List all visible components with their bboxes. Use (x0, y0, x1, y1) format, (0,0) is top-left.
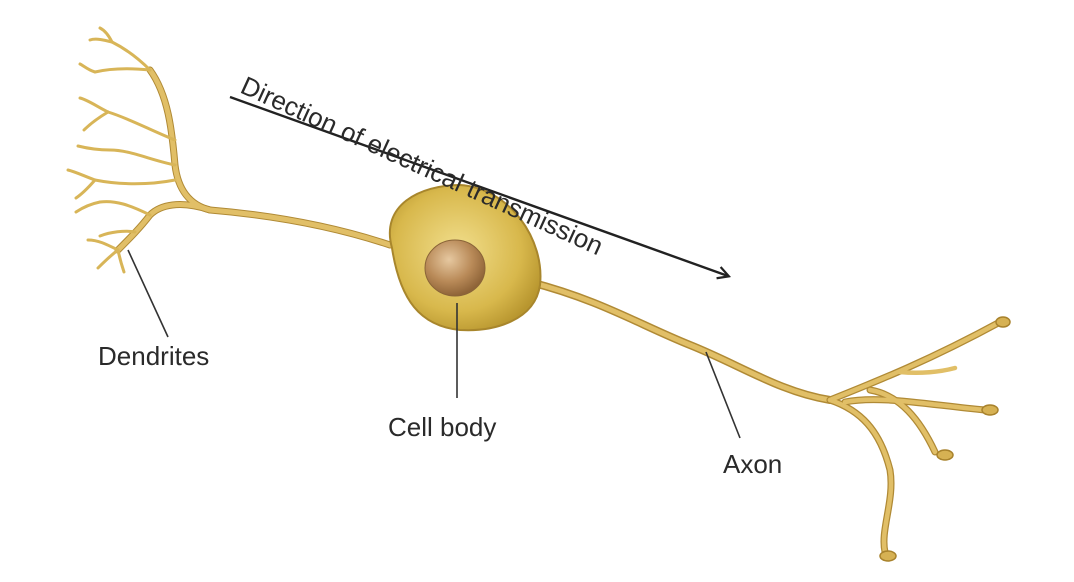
axon (526, 278, 1011, 562)
direction-arrow (229, 95, 728, 276)
dendrites-leader-line (127, 249, 169, 338)
axon-terminal (981, 404, 999, 416)
cell-body (389, 183, 542, 332)
dendrites-label: Dendrites (98, 341, 210, 371)
dendrites (66, 26, 394, 274)
axon-terminal (936, 449, 954, 461)
axon-terminal (995, 316, 1011, 328)
nucleus (424, 239, 486, 297)
axon-label: Axon (723, 449, 783, 479)
axon-terminal (879, 550, 897, 562)
cell-body-label: Cell body (388, 412, 497, 442)
axon-leader-line (705, 351, 741, 439)
